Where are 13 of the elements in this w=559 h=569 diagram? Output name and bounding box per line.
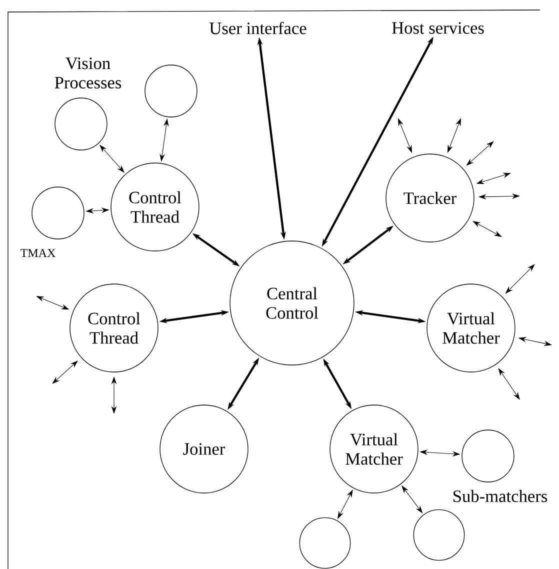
arrow [472,221,502,237]
arrow [466,141,494,166]
process-circle [413,509,465,561]
text-label: Host services [392,22,484,34]
process-circle [32,186,84,240]
group-label: Sub-matchers [454,490,548,502]
process-circle [462,430,514,482]
process-circle [144,64,198,118]
process-circle [299,517,351,569]
process-circle [54,98,108,150]
caption-text: TMAX [20,249,56,257]
text-label: User interface [210,22,306,34]
group-label: Vision Processes [54,58,122,88]
